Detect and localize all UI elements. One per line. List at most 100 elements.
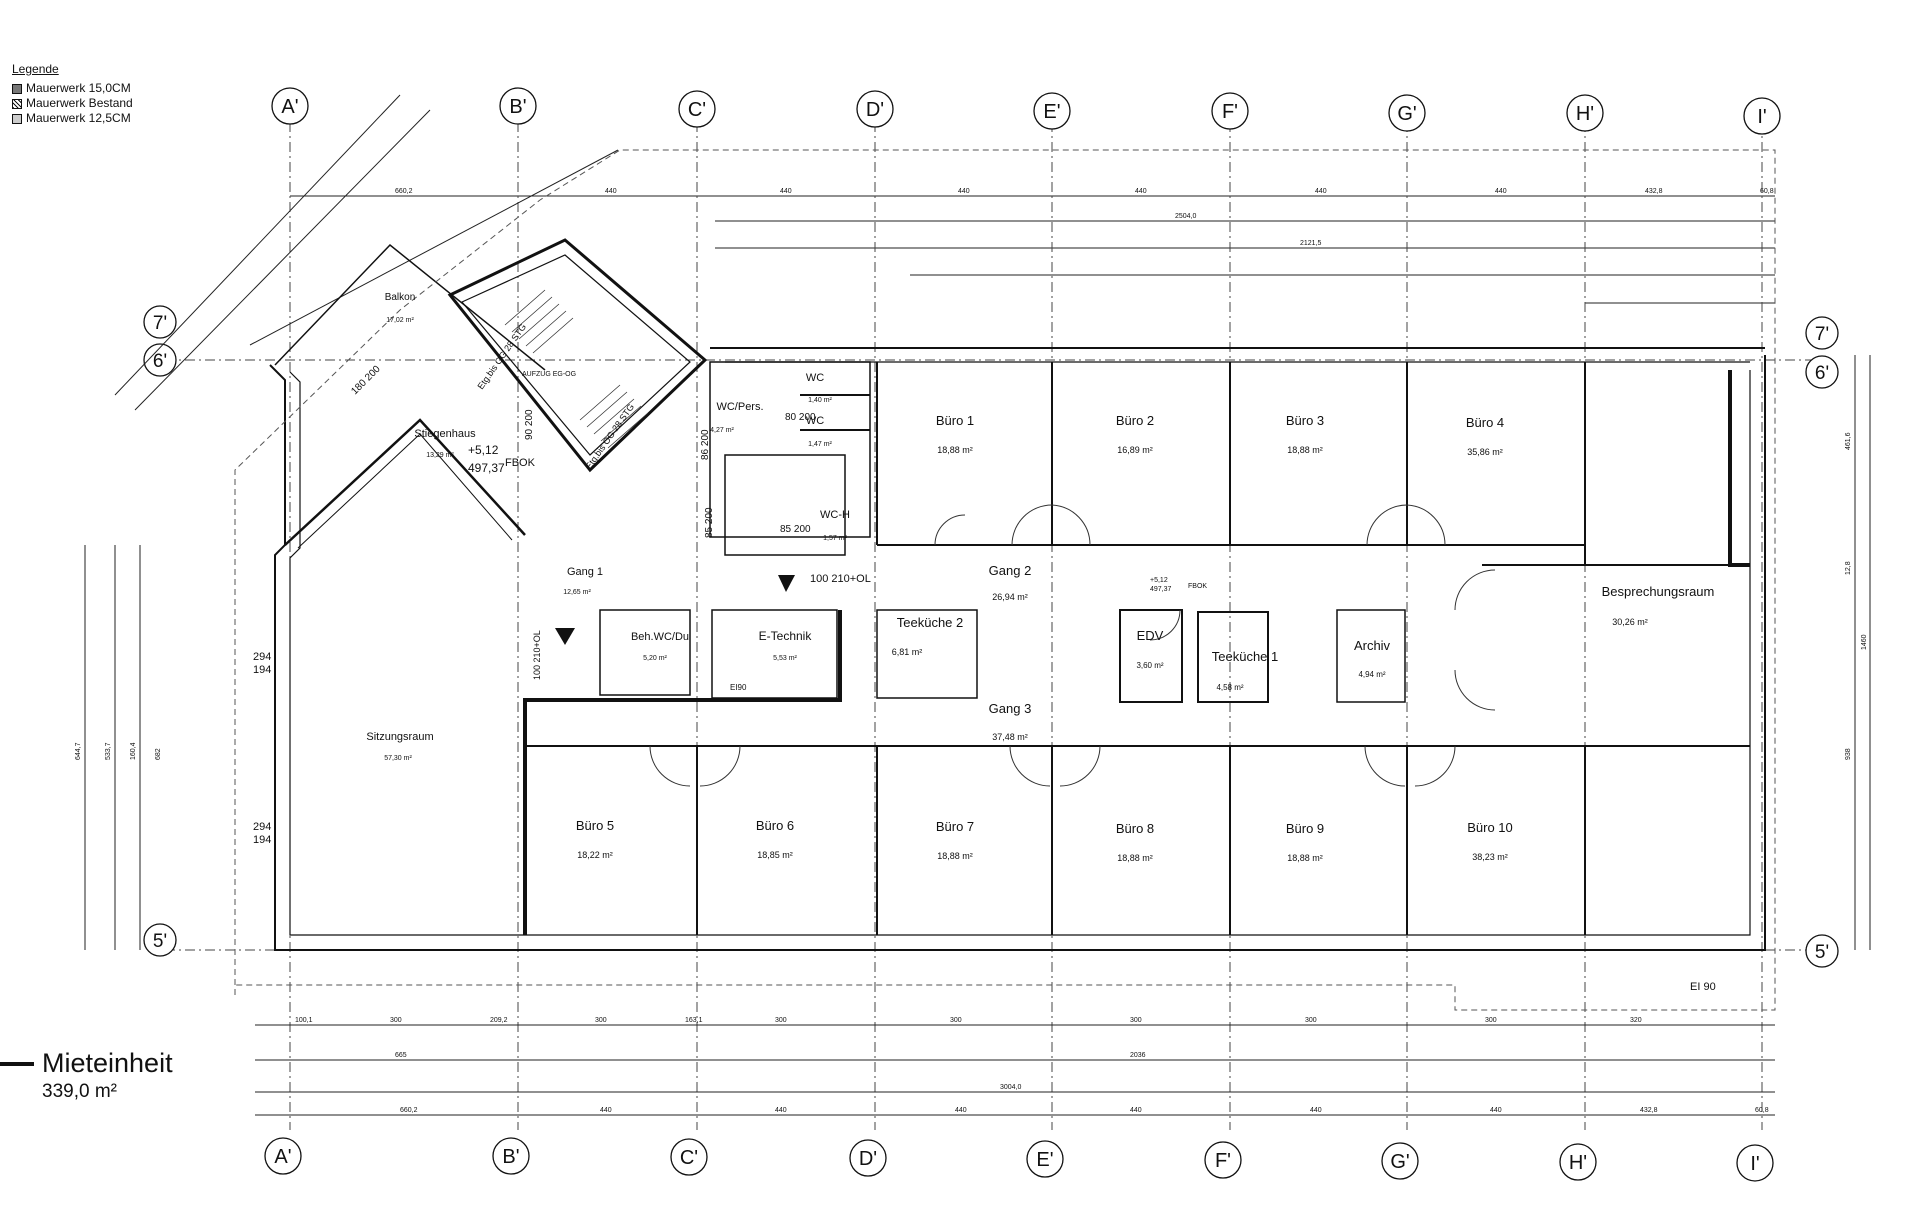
room-area: 18,88 m² (937, 445, 973, 455)
stair-label: Etg.bis OG 28 STG (583, 402, 636, 471)
room-name: Büro 1 (936, 413, 974, 428)
room-name: Büro 2 (1116, 413, 1154, 428)
plan-text: 300 (595, 1017, 607, 1024)
diagonal-dimensions (114, 94, 619, 411)
room-area: 18,88 m² (1287, 445, 1323, 455)
room-labels: Büro 1 18,88 m² Büro 2 16,89 m² Büro 3 1… (366, 292, 1714, 863)
plan-text: 665 (395, 1052, 407, 1059)
room-name: E-Technik (759, 629, 813, 643)
legend-item: Mauerwerk 15,0CM (12, 81, 133, 96)
room-name: WC-H (820, 509, 850, 521)
hatch-swatch-icon (12, 98, 22, 109)
room-area: 18,22 m² (577, 850, 613, 860)
room-name: WC (806, 372, 824, 384)
axis-label: B' (509, 96, 526, 118)
plan-text: 461,6 (1845, 432, 1852, 450)
plan-text: 60,8 (1755, 1107, 1769, 1114)
dimension-labels-bottom: 100,1 300 209,2 300 163,1 300 300 300 30… (295, 1017, 1769, 1114)
room-area: 4,94 m² (1358, 670, 1385, 679)
plan-text: 209,2 (490, 1017, 508, 1024)
plan-text: 194 (253, 834, 271, 846)
plan-text: 938 (1845, 748, 1852, 760)
axis-label: D' (866, 99, 884, 121)
axis-label: G' (1390, 1151, 1409, 1173)
fire-rating-label: EI 90 (1690, 981, 1716, 993)
axis-lines (165, 122, 1830, 1130)
axis-marker (143, 305, 177, 339)
door-label: 90 200 (524, 409, 535, 440)
axis-marker (856, 90, 894, 128)
plan-text: 440 (1130, 1107, 1142, 1114)
dim-label: 432,8 (1645, 188, 1663, 195)
room-name: Stiegenhaus (414, 428, 476, 440)
door-label: 180 200 (349, 363, 383, 397)
axis-marker (492, 1137, 530, 1175)
wall-height-labels: 294 194 294 194 (253, 651, 271, 846)
axis-label: A' (274, 1146, 291, 1168)
dim-label: 440 (1135, 188, 1147, 195)
dimension-labels-top: 660,2 440 440 440 440 440 440 432,8 60,8… (395, 188, 1774, 247)
building-envelope (269, 238, 1766, 951)
plan-text: 300 (950, 1017, 962, 1024)
axis-label: A' (281, 96, 298, 118)
axis-marker (1033, 92, 1071, 130)
unit-title: Mieteinheit (42, 1048, 173, 1078)
axis-marker (1566, 94, 1604, 132)
room-name: Beh.WC/Du (631, 631, 689, 643)
dim-label: 440 (605, 188, 617, 195)
door-label: 100 210+OL (532, 630, 542, 680)
unit-area: 339,0 m² (42, 1081, 117, 1102)
room-area: 4,58 m² (1216, 683, 1243, 692)
dim-label: 440 (958, 188, 970, 195)
axis-markers-bottom (264, 1137, 1774, 1182)
room-area: 1,40 m² (808, 397, 832, 404)
room-name: Büro 7 (936, 819, 974, 834)
dim-label: 660,2 (395, 188, 413, 195)
axis-label: C' (688, 99, 706, 121)
axis-label: E' (1043, 101, 1060, 123)
plan-text: 294 (253, 821, 271, 833)
plan-text: 300 (390, 1017, 402, 1024)
axis-label: E' (1036, 1149, 1053, 1171)
axis-markers-top (271, 87, 1781, 135)
plan-text: 163,1 (685, 1017, 703, 1024)
plan-text: 300 (1485, 1017, 1497, 1024)
axis-label: 6' (1815, 363, 1829, 384)
plan-text: 294 (253, 651, 271, 663)
axis-marker (678, 90, 716, 128)
plan-text: 320 (1630, 1017, 1642, 1024)
room-area: 5,20 m² (643, 655, 667, 662)
plan-text: 3004,0 (1000, 1084, 1022, 1091)
plan-text: 160,4 (130, 742, 137, 760)
room-area: 17,02 m² (386, 317, 414, 324)
room-area: 35,86 m² (1467, 447, 1503, 457)
dimension-labels-side: 644,7 533,7 160,4 682 461,6 12,8 1460 93… (75, 432, 1868, 760)
door-label: 86 200 (700, 429, 711, 460)
room-area: 30,26 m² (1612, 617, 1648, 627)
axis-labels-top: A' B' C' D' E' F' G' H' I' (281, 96, 1766, 128)
dim-label: 440 (1495, 188, 1507, 195)
axis-marker (271, 87, 309, 125)
room-area: 5,53 m² (773, 655, 797, 662)
plan-text: 440 (775, 1107, 787, 1114)
axis-marker (1736, 1144, 1774, 1182)
axis-label: H' (1576, 103, 1594, 125)
plan-text: 12,8 (1845, 561, 1852, 575)
axis-label: C' (680, 1147, 698, 1169)
dim-label: 60,8 (1760, 188, 1774, 195)
axis-marker (143, 343, 177, 377)
room-area: 12,65 m² (563, 589, 591, 596)
level-label: +5,12 (1150, 577, 1168, 584)
annotations: AUFZUG EG-OG +5,12 497,37 FBOK +5,12 497… (349, 322, 1715, 993)
plan-text: 100,1 (295, 1017, 313, 1024)
plan-text: 440 (600, 1107, 612, 1114)
axis-marker (1805, 316, 1839, 350)
emergency-exit-icon (555, 628, 575, 645)
axis-label: H' (1569, 1152, 1587, 1174)
hatch-swatch-icon (12, 113, 22, 124)
axis-label: F' (1222, 101, 1238, 123)
door-swings (649, 504, 1496, 787)
axis-label: 7' (1815, 324, 1829, 345)
axis-marker (1204, 1141, 1242, 1179)
plan-text: 440 (1310, 1107, 1322, 1114)
